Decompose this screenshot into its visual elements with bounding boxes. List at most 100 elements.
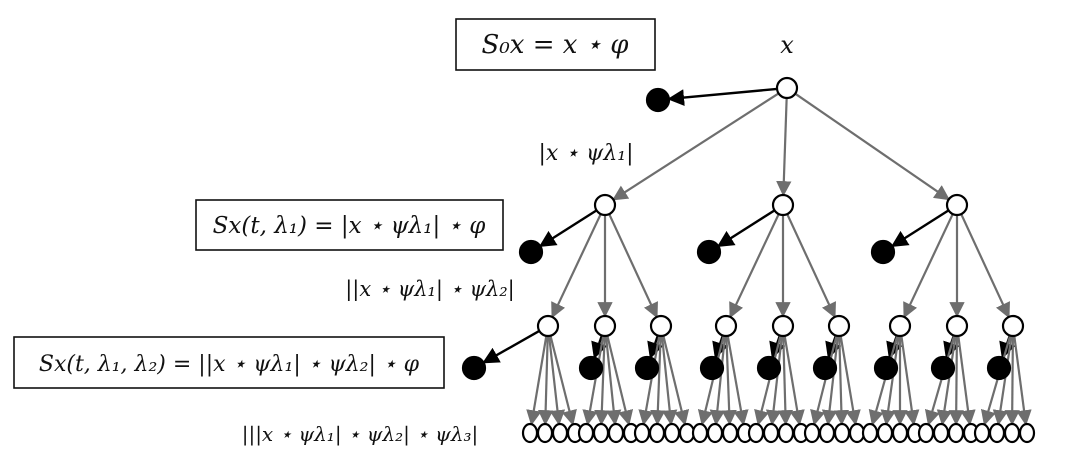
scatter-edge	[662, 335, 690, 426]
scatter-edge	[548, 335, 566, 426]
layer-3-node	[818, 422, 836, 444]
scatter-edge	[551, 213, 602, 319]
layer-3-node	[803, 422, 821, 444]
scatter-edge	[650, 335, 666, 426]
layer-2-node	[649, 314, 673, 338]
layer-1-label: |x ⋆ ψλ₁|	[538, 141, 633, 166]
layer-3-node	[973, 422, 991, 444]
layer-3-node	[607, 422, 625, 444]
scatter-edge	[1004, 335, 1020, 426]
scatter-edge	[821, 335, 839, 426]
layer-3-node	[577, 422, 595, 444]
formula-s2: Sx(t, λ₁, λ₂) = ||x ⋆ ψλ₁| ⋆ ψλ₂| ⋆ φ	[39, 352, 420, 377]
layer-3-node	[663, 422, 681, 444]
scatter-edge	[612, 92, 780, 201]
layer-3-node	[706, 422, 724, 444]
root-label: x	[780, 31, 794, 59]
output-node	[986, 355, 1012, 381]
scatter-edge	[709, 335, 727, 426]
layer-3-node	[891, 422, 909, 444]
scatter-edge	[948, 335, 964, 426]
scatter-edge	[660, 335, 678, 426]
scatter-edge	[549, 335, 577, 426]
layer-2-label: ||x ⋆ ψλ₁| ⋆ ψλ₂|	[345, 277, 515, 302]
formula-box-s2: Sx(t, λ₁, λ₂) = ||x ⋆ ψλ₁| ⋆ ψλ₂| ⋆ φ	[13, 336, 445, 389]
scatter-edge	[721, 335, 737, 426]
layer-1-node	[771, 193, 795, 217]
scatter-edge	[1013, 335, 1032, 426]
layer-2-node	[771, 314, 795, 338]
output-edge	[591, 335, 608, 360]
output-edge	[712, 335, 729, 360]
layer-1-node	[945, 193, 969, 217]
layer-3-node	[876, 422, 894, 444]
scatter-edge	[903, 213, 954, 319]
layer-3-node	[947, 422, 965, 444]
scatter-edge	[638, 335, 661, 426]
output-node	[699, 355, 725, 381]
scatter-edge	[794, 92, 951, 201]
layer-2-node	[945, 314, 969, 338]
layer-3-node	[833, 422, 851, 444]
scatter-edge	[526, 335, 548, 426]
scatter-edge	[833, 335, 850, 426]
layer-3-node	[917, 422, 935, 444]
layer-3-node	[536, 422, 554, 444]
layer-3-node	[521, 422, 539, 444]
output-node	[518, 239, 544, 265]
scatter-edge	[765, 335, 783, 426]
layer-3-node	[633, 422, 651, 444]
layer-2-node	[888, 314, 912, 338]
scatter-edge	[608, 213, 658, 319]
output-node	[696, 239, 722, 265]
scatter-edge	[839, 335, 861, 426]
scatter-edge	[992, 335, 1013, 426]
layer-3-node	[1003, 422, 1021, 444]
layer-3-node	[1018, 422, 1036, 444]
formula-box-s0: S₀x = x ⋆ φ	[455, 18, 656, 71]
layer-2-node	[827, 314, 851, 338]
scatter-edge	[582, 335, 605, 426]
scatter-edge	[783, 335, 805, 426]
output-node	[812, 355, 838, 381]
formula-s0: S₀x = x ⋆ φ	[482, 30, 630, 60]
layer-3-node	[551, 422, 569, 444]
output-edge	[890, 209, 950, 248]
output-edge	[647, 335, 664, 360]
layer-3-node	[932, 422, 950, 444]
output-edge	[538, 209, 598, 248]
tree-nodes	[461, 76, 1036, 444]
scatter-edge	[726, 335, 749, 426]
output-node	[873, 355, 899, 381]
output-node	[870, 239, 896, 265]
scatter-edge	[786, 213, 836, 319]
layer-3-node	[648, 422, 666, 444]
layer-3-node	[721, 422, 739, 444]
layer-2-node	[1001, 314, 1025, 338]
scatter-edge	[594, 335, 610, 426]
scatter-edge	[957, 335, 976, 426]
output-edge-root	[667, 87, 778, 106]
layer-3-node	[988, 422, 1006, 444]
scatter-edge	[537, 335, 554, 426]
tree-edges	[482, 87, 1032, 426]
formula-s1: Sx(t, λ₁) = |x ⋆ ψλ₁| ⋆ φ	[213, 213, 487, 239]
scatter-edge	[960, 213, 1010, 319]
scatter-edge	[606, 335, 634, 426]
scatter-edge	[604, 335, 622, 426]
root-node	[775, 76, 799, 100]
layer-3-node	[861, 422, 879, 444]
scatter-edge	[776, 97, 792, 197]
output-edge	[716, 209, 776, 248]
formula-box-s1: Sx(t, λ₁) = |x ⋆ ψλ₁| ⋆ φ	[195, 199, 504, 251]
scatter-edge	[777, 335, 794, 426]
layer-2-node	[536, 314, 560, 338]
layer-1-node	[593, 193, 617, 217]
layer-3-node	[777, 422, 795, 444]
scatter-edge	[729, 213, 780, 319]
output-edge	[482, 329, 540, 364]
output-node	[461, 355, 487, 381]
layer-3-node	[762, 422, 780, 444]
scatter-edge	[900, 335, 920, 426]
